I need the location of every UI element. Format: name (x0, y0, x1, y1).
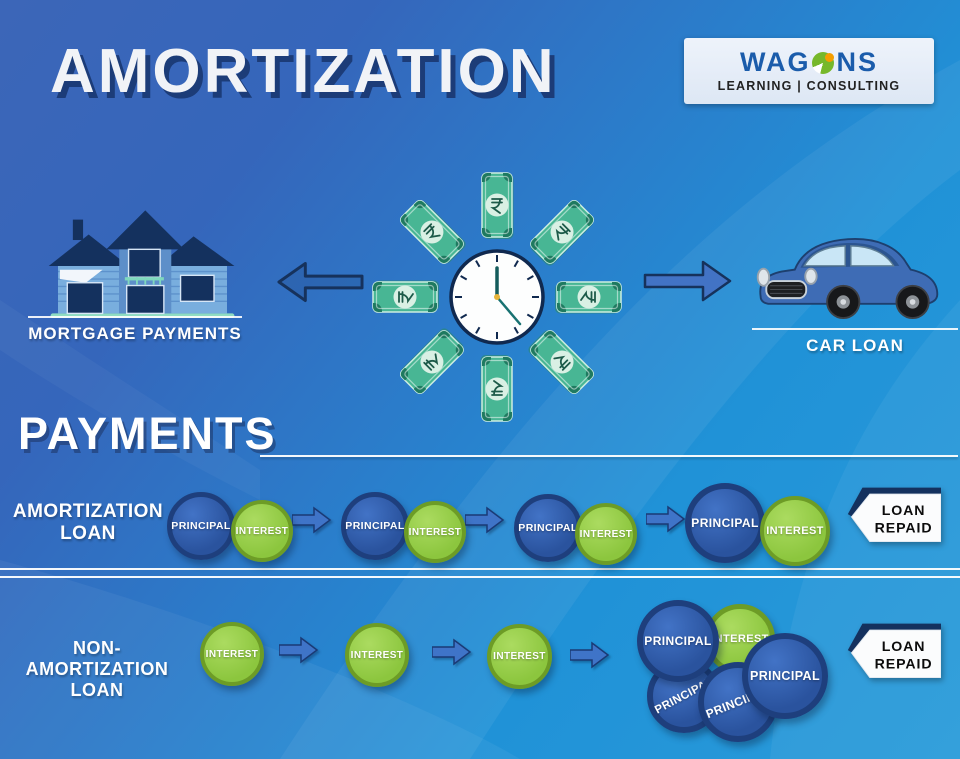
mortgage-payments-label: MORTGAGE PAYMENTS (28, 324, 242, 343)
interest-circle: INTEREST (404, 501, 466, 563)
flow-arrow-icon (292, 506, 332, 534)
car-icon (756, 238, 939, 320)
interest-circle: INTEREST (345, 623, 409, 687)
logo-brand: WAG NS (740, 49, 878, 76)
car-loan-label: CAR LOAN (806, 336, 904, 355)
flow-arrow-icon (646, 505, 686, 533)
flow-arrow-icon (432, 638, 472, 666)
interest-circle: INTEREST (487, 624, 552, 689)
payments-underline (260, 455, 958, 457)
flow-arrow-icon (465, 506, 505, 534)
principal-circle: PRINCIPAL (637, 600, 719, 682)
principal-circle: PRINCIPAL (167, 492, 235, 560)
money-bill-icon (366, 275, 444, 319)
principal-circle: PRINCIPAL (341, 492, 409, 560)
flow-arrow-icon (279, 636, 319, 664)
logo-orange-dot-icon (825, 52, 835, 62)
logo-text-part2: NS (836, 47, 878, 77)
payments-heading: PAYMENTS (18, 408, 277, 459)
clock-icon (449, 249, 545, 345)
non-amortization-loan-label: NON-AMORTIZATION LOAN (25, 638, 169, 701)
principal-circle: PRINCIPAL (742, 633, 828, 719)
rows-divider (0, 568, 960, 578)
interest-circle: INTEREST (760, 496, 830, 566)
wagons-logo: WAG NS LEARNING | CONSULTING (684, 38, 934, 104)
principal-circle: PRINCIPAL (514, 494, 582, 562)
money-bill-icon (519, 189, 605, 275)
mortgage-divider-line (28, 316, 242, 318)
arrow-right-icon (643, 260, 732, 302)
svg-text:LOAN: LOAN (882, 638, 926, 654)
money-bill-icon (475, 350, 519, 428)
logo-text-part1: WAG (739, 47, 811, 77)
principal-circle: PRINCIPAL (685, 483, 765, 563)
arrow-left-icon (277, 261, 364, 303)
money-bill-icon (550, 275, 628, 319)
car-divider-line (752, 328, 958, 330)
interest-circle: INTEREST (231, 500, 293, 562)
money-bill-icon (475, 166, 519, 244)
svg-text:REPAID: REPAID (875, 655, 933, 671)
loan-repaid-badge: LOAN REPAID (846, 486, 941, 546)
money-bill-icon (519, 319, 605, 405)
money-bill-icon (389, 319, 475, 405)
logo-tagline: LEARNING | CONSULTING (717, 79, 901, 93)
house-icon (48, 210, 235, 319)
loan-repaid-badge: LOAN REPAID (846, 622, 941, 682)
interest-circle: INTEREST (200, 622, 264, 686)
clock-money-illustration (347, 147, 647, 447)
flow-arrow-icon (570, 641, 610, 669)
page-title: AMORTIZATION (50, 37, 557, 106)
logo-pie-icon (812, 51, 835, 74)
interest-circle: INTEREST (575, 503, 637, 565)
svg-text:REPAID: REPAID (875, 519, 933, 535)
amortization-loan-label: AMORTIZATION LOAN (12, 501, 164, 545)
money-bill-icon (389, 189, 475, 275)
svg-text:LOAN: LOAN (882, 502, 926, 518)
